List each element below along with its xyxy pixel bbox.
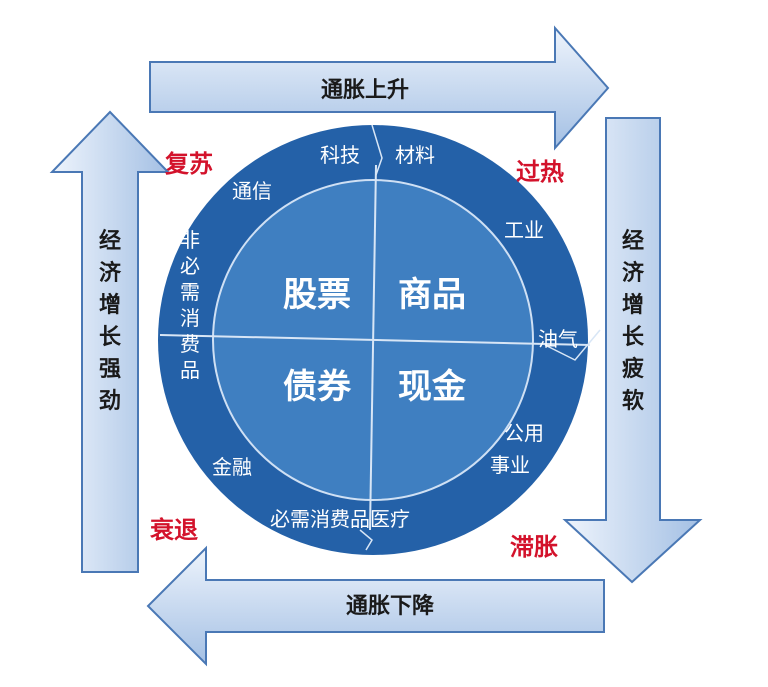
asset-commodities: 商品 (398, 275, 466, 315)
asset-stocks: 股票 (283, 275, 351, 315)
arrow-inflation-up-label: 通胀上升 (321, 78, 409, 103)
sector-telecom: 通信 (232, 179, 272, 203)
phase-recession: 衰退 (149, 516, 198, 544)
sector-finance: 金融 (212, 455, 252, 479)
arrow-growth-weak (562, 117, 703, 584)
asset-cash: 现金 (398, 367, 467, 407)
arrow-inflation-up (149, 25, 610, 151)
sector-utilities-line2: 事业 (490, 453, 530, 477)
sector-oil-gas: 油气 (538, 327, 578, 351)
phase-overheat: 过热 (516, 158, 564, 186)
phase-recovery: 复苏 (164, 150, 213, 178)
sector-discretionary: 非必需消费品 (180, 228, 200, 382)
phase-stagflation: 滞胀 (510, 533, 558, 561)
arrow-growth-strong-label: 经济增长强劲 (99, 228, 122, 414)
divider-vertical (369, 164, 377, 531)
sector-staples-healthcare: 必需消费品医疗 (270, 507, 410, 531)
arrow-inflation-down-label: 通胀下降 (346, 594, 435, 619)
divider-horizontal (159, 334, 591, 346)
arrow-growth-strong (49, 110, 171, 573)
sector-materials: 材料 (395, 143, 435, 167)
arrow-inflation-down (146, 545, 605, 667)
sector-tech: 科技 (320, 143, 360, 167)
divider-bottom-notch (359, 529, 373, 551)
divider-top-notch (371, 124, 383, 176)
sector-utilities-line1: 公用 (504, 421, 544, 445)
sector-industrial: 工业 (504, 218, 544, 242)
divider-right-notch (544, 329, 601, 361)
arrow-growth-weak-label: 经济增长疲软 (622, 228, 645, 414)
asset-bonds: 债券 (283, 367, 352, 407)
